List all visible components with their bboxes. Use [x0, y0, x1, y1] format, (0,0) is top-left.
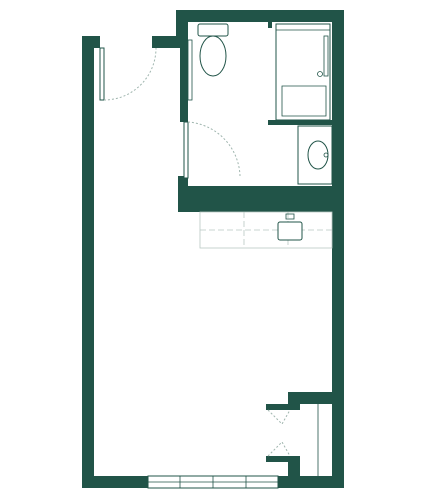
wall-bottom-right [278, 476, 344, 488]
toilet-bowl [199, 35, 227, 77]
wall-bath-partition [178, 186, 344, 212]
wall-closet-left-lower [288, 456, 300, 476]
shower-seat [281, 85, 327, 117]
wall-closet-left-upper [288, 392, 300, 410]
wall-bottom-left [82, 476, 148, 488]
kitchen-sink [277, 221, 303, 241]
wall-left-bath-lower [180, 36, 188, 122]
closet-door-swing-bottom [267, 441, 291, 457]
closet-door-swing-top [267, 409, 291, 425]
bathroom-sink [297, 125, 333, 185]
entry-door-leaf [99, 47, 105, 101]
bathroom-sink-basin [307, 140, 329, 170]
toilet-grab-bar [187, 39, 193, 101]
closet-doors [267, 404, 319, 476]
wall-entry-stub-left [82, 36, 100, 48]
entry-door-swing [103, 47, 157, 101]
wall-bath-partition-stub [178, 176, 188, 188]
wall-shower-jamb [268, 18, 272, 28]
wall-shower-divider [268, 120, 334, 125]
entry-door [99, 47, 157, 101]
window [147, 475, 279, 489]
toilet [187, 23, 229, 101]
shower-valve [317, 71, 323, 77]
walls [82, 10, 344, 488]
bathroom-faucet [323, 152, 329, 158]
shower [275, 23, 331, 121]
bathroom-door-leaf [183, 121, 189, 179]
bathroom-door [183, 121, 241, 179]
kitchen-counter [199, 211, 333, 249]
wall-closet-stub-bottom [266, 456, 288, 462]
kitchen-faucet [285, 213, 295, 220]
toilet-tank [197, 23, 229, 37]
wall-top-bath [176, 10, 344, 22]
shower-grab-bar [323, 35, 329, 77]
wall-left-main [82, 36, 94, 488]
wall-closet-stub-top [266, 404, 288, 410]
bathroom-door-swing [187, 121, 241, 177]
wall-right-bath [332, 10, 344, 200]
wall-right-main [332, 186, 344, 488]
wall-entry-stub-right [152, 36, 180, 48]
